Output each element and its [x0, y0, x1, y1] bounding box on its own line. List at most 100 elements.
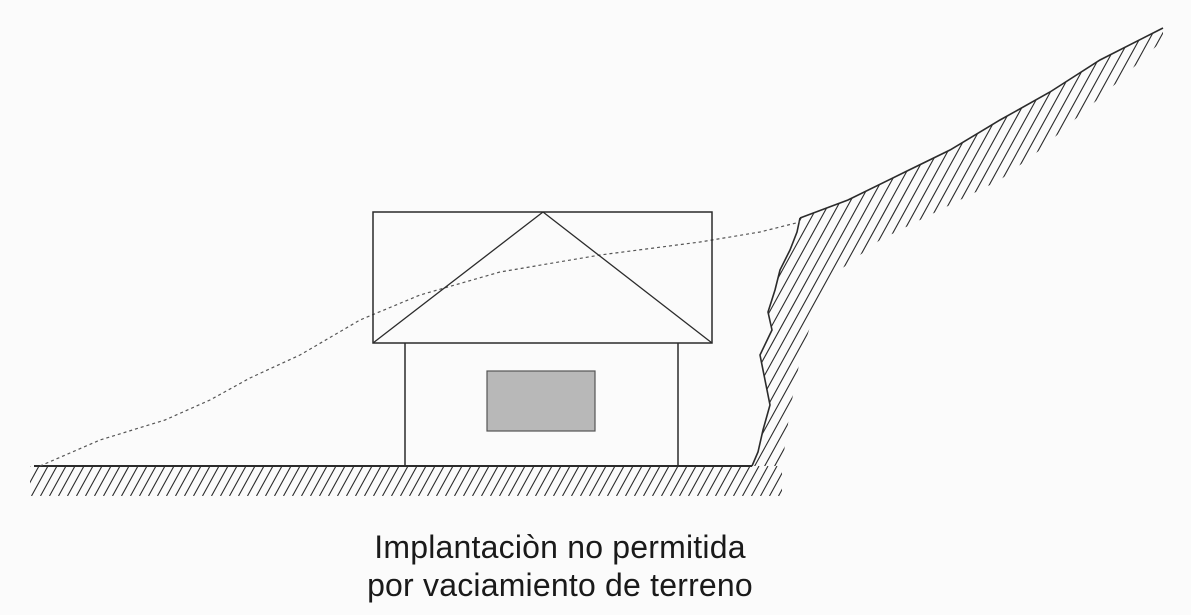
ground-hatch-line [238, 466, 256, 496]
ground-hatch-line [319, 466, 337, 496]
ground-hatch-line [184, 466, 202, 496]
ground-hatch-line [139, 466, 157, 496]
slope-hatch-line [992, 28, 1163, 466]
ground-hatch-line [310, 466, 328, 496]
ground-hatch-line [571, 466, 589, 496]
ground-hatch-line [733, 466, 751, 496]
ground-hatch-line [589, 466, 607, 496]
ground-hatch-line [175, 466, 193, 496]
ground-hatch-line [742, 466, 760, 496]
ground-hatch-line [337, 466, 355, 496]
slope-hatch-line [982, 28, 1163, 466]
ground-hatch-line [67, 466, 85, 496]
slope-hatch-line [752, 28, 971, 466]
ground-hatch-line [121, 466, 139, 496]
ground-hatch-line [643, 466, 661, 496]
slope-hatch-line [972, 28, 1163, 466]
ground-hatch-line [508, 466, 526, 496]
slope-hatch-line [942, 28, 1163, 466]
ground-hatch-line [517, 466, 535, 496]
house-roof-frame [372, 211, 713, 344]
ground-hatch-line [112, 466, 130, 496]
slope-hatch-line [752, 28, 961, 466]
ground-hatch-line [544, 466, 562, 496]
slope-hatch-line [762, 28, 1011, 466]
slope-hatch-line [752, 28, 881, 466]
ground-hatch-line [724, 466, 742, 496]
ground-hatch-line [247, 466, 265, 496]
ground-hatch-line [265, 466, 283, 496]
ground-hatch-line [346, 466, 364, 496]
ground-hatch-line [427, 466, 445, 496]
ground-hatch-line [472, 466, 490, 496]
ground-hatch-line [454, 466, 472, 496]
ground-hatching [30, 466, 782, 496]
ground-hatch-line [292, 466, 310, 496]
slope-hatch-line [772, 28, 1021, 466]
ground-hatch-line [706, 466, 724, 496]
ground-hatch-line [661, 466, 679, 496]
ground-hatch-line [616, 466, 634, 496]
ground-hatch-line [30, 466, 40, 484]
ground-hatch-line [229, 466, 247, 496]
slope-hatch-line [752, 28, 911, 466]
ground-hatch-line [490, 466, 508, 496]
slope-hatch-line [852, 28, 1101, 466]
slope-hatch-line [752, 28, 941, 466]
ground-hatch-line [598, 466, 616, 496]
ground-hatch-line [220, 466, 238, 496]
ground-hatch-line [715, 466, 733, 496]
ground-hatch-line [328, 466, 346, 496]
slope-hatch-line [752, 28, 841, 466]
slope-hatch-line [792, 28, 1041, 466]
slope-hatch-line [872, 28, 1121, 466]
ground-hatch-line [373, 466, 391, 496]
slope-hatch-line [752, 28, 901, 466]
slope-hatch-line [752, 28, 931, 466]
slope-hatch-line [922, 28, 1163, 466]
slope-hatch-line [752, 28, 861, 466]
ground-hatch-line [697, 466, 715, 496]
ground-hatch-line [463, 466, 481, 496]
slope-hatch-line [752, 28, 811, 466]
ground-hatch-line [436, 466, 454, 496]
slope-hatch-line [752, 28, 1001, 466]
ground-hatch-line [355, 466, 373, 496]
ground-hatch-line [58, 466, 76, 496]
slope-hatch-line [752, 28, 951, 466]
ground-hatch-line [76, 466, 94, 496]
ground-hatch-line [157, 466, 175, 496]
figure-caption: Implantaciòn no permitida por vaciamient… [300, 528, 820, 604]
slope-hatch-line [862, 28, 1111, 466]
ground-hatch-line [193, 466, 211, 496]
ground-hatch-line [148, 466, 166, 496]
ground-hatch-line [94, 466, 112, 496]
ground-hatch-line [211, 466, 229, 496]
slope-hatch-line [812, 28, 1061, 466]
roof-diagonal-left [372, 211, 544, 344]
slope-hatch-line [752, 28, 921, 466]
slope-hatch-line [752, 28, 831, 466]
ground-hatch-line [391, 466, 409, 496]
slope-hatch-line [902, 28, 1151, 466]
slope-hatch-line [802, 28, 1051, 466]
ground-hatch-line [418, 466, 436, 496]
excavated-cut-face [751, 217, 801, 467]
slope-hatch-line [952, 28, 1163, 466]
ground-hatch-line [301, 466, 319, 496]
ground-hatch-line [283, 466, 301, 496]
ground-hatch-line [607, 466, 625, 496]
caption-line-1: Implantaciòn no permitida [374, 529, 746, 565]
slope-hatch-line [962, 28, 1163, 466]
ground-hatch-line [103, 466, 121, 496]
slope-hatch-line [892, 28, 1141, 466]
original-terrain-profile [39, 221, 801, 467]
ground-hatch-line [445, 466, 463, 496]
ground-hatch-line [130, 466, 148, 496]
ground-hatch-line [769, 472, 782, 496]
slope-hatch-line [752, 28, 991, 466]
ground-hatch-line [625, 466, 643, 496]
ground-hatch-line [751, 466, 769, 496]
slope-hatch-line [842, 28, 1091, 466]
